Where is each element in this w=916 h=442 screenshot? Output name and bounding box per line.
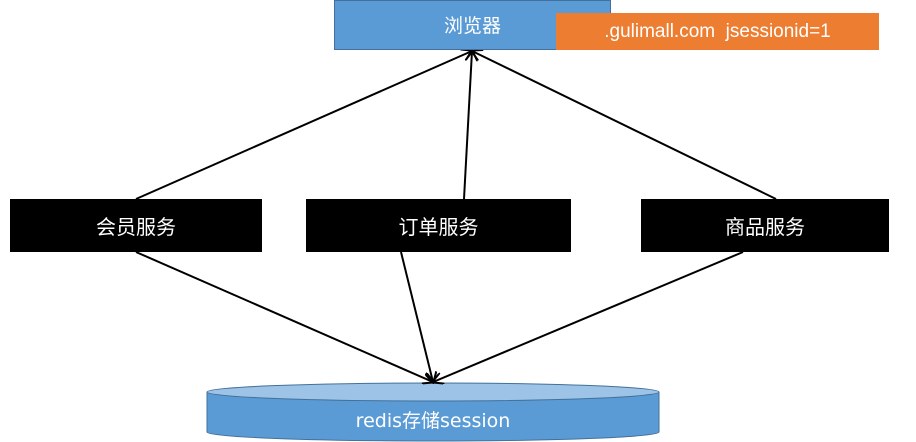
arrow-goods-to-redis bbox=[433, 251, 744, 382]
order-service-node: 订单服务 bbox=[306, 199, 571, 252]
member-service-label: 会员服务 bbox=[96, 215, 176, 239]
browser-label: 浏览器 bbox=[443, 15, 501, 37]
goods-service-node: 商品服务 bbox=[641, 199, 889, 252]
member-service-node: 会员服务 bbox=[10, 199, 262, 252]
redis-storage-label: redis存储session bbox=[355, 409, 511, 432]
cookie-callout: .gulimall.com jsessionid=1 bbox=[556, 13, 879, 50]
arrow-member-to-redis bbox=[135, 251, 433, 382]
order-service-label: 订单服务 bbox=[398, 215, 479, 239]
browser-node: 浏览器 bbox=[334, 0, 611, 50]
arrow-order-to-browser bbox=[463, 51, 472, 200]
goods-service-label: 商品服务 bbox=[725, 215, 805, 239]
arrow-member-to-browser bbox=[135, 51, 472, 200]
arrow-order-to-redis bbox=[400, 251, 433, 382]
arrow-goods-to-browser bbox=[472, 51, 777, 200]
cookie-label: .gulimall.com jsessionid=1 bbox=[604, 20, 831, 42]
